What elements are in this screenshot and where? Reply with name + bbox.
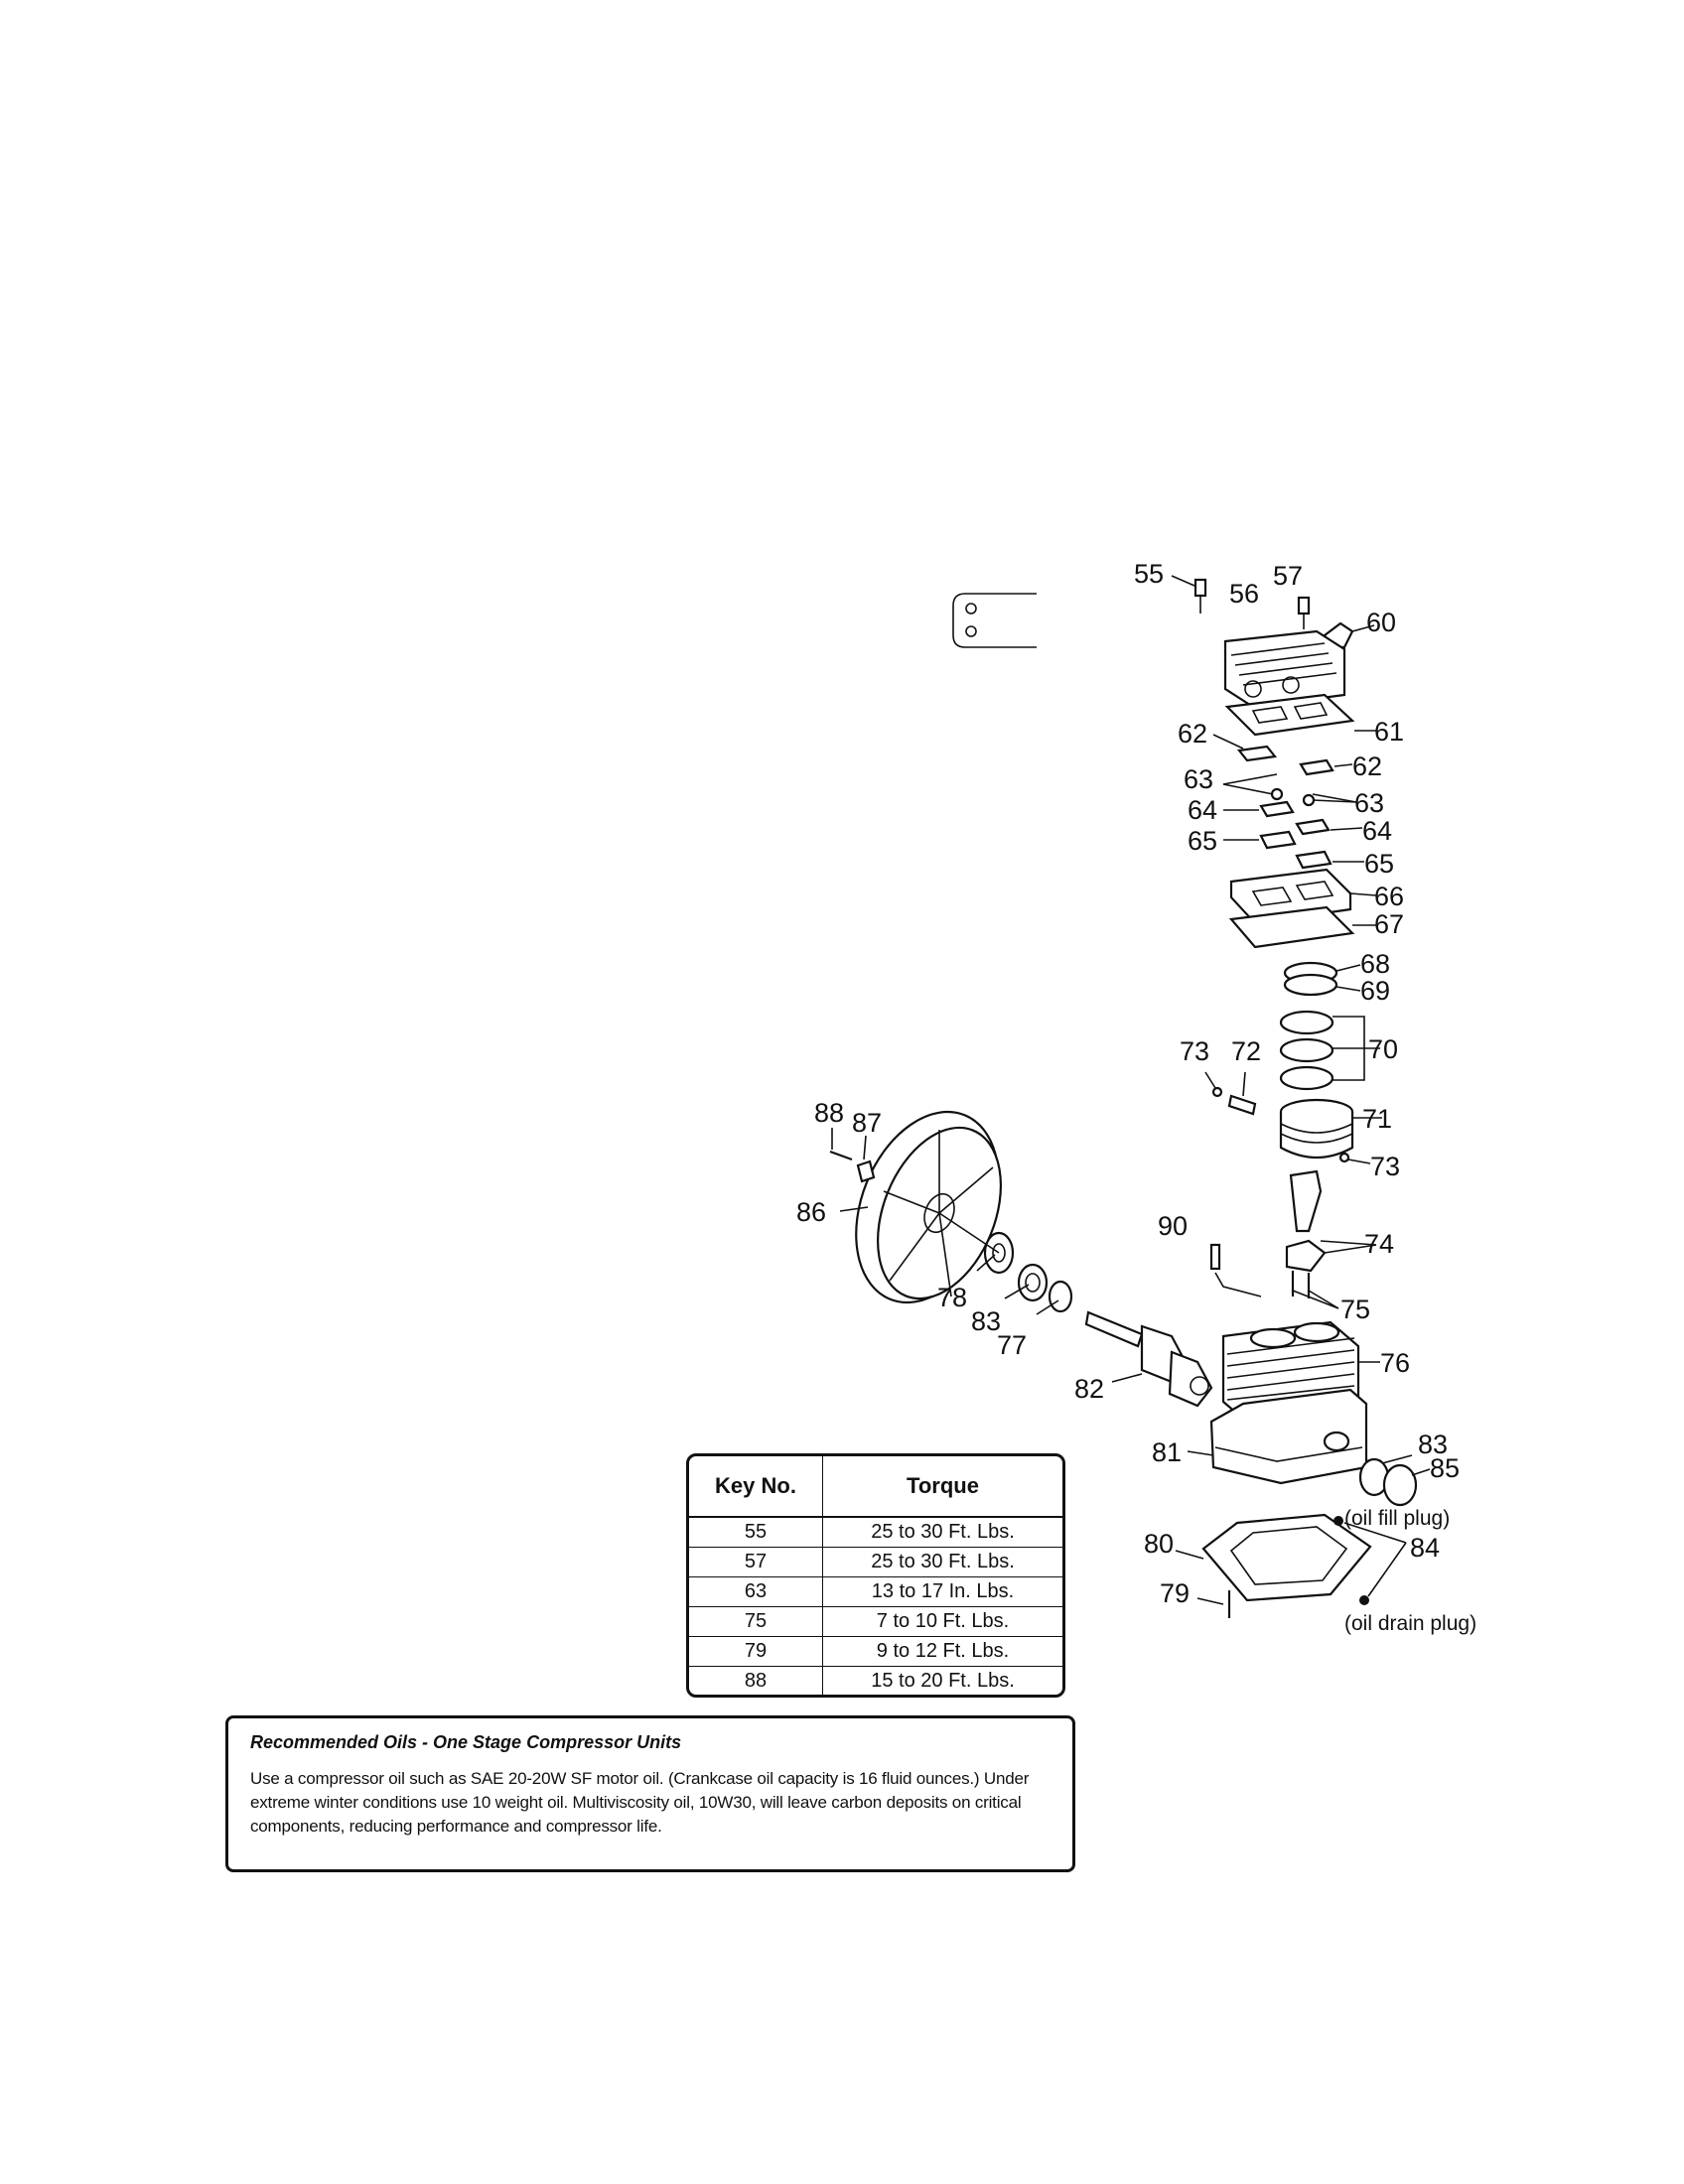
key-no-cell: 88 [689, 1666, 823, 1695]
recommended-oils-note: Recommended Oils - One Stage Compressor … [225, 1715, 1075, 1872]
callout-55: 55 [1134, 559, 1164, 589]
key-87-screw-88 [829, 1128, 876, 1183]
oil-note-title: Recommended Oils - One Stage Compressor … [250, 1732, 682, 1752]
bolt-57 [1297, 596, 1311, 629]
callout-86: 86 [796, 1197, 826, 1227]
callout-72: 72 [1231, 1036, 1261, 1066]
valve-keepers-65 [1223, 830, 1364, 870]
callout-63a: 63 [1184, 764, 1213, 794]
callout-73b: 73 [1370, 1152, 1400, 1181]
oil-note-text: Use a compressor oil such as SAE 20-20W … [250, 1769, 1030, 1836]
callout-90: 90 [1158, 1211, 1188, 1241]
valve-screws-63 [1222, 773, 1357, 807]
callout-57: 57 [1273, 561, 1303, 591]
callout-78: 78 [937, 1283, 967, 1312]
callout-71: 71 [1362, 1104, 1392, 1134]
torque-table-header: Key No. Torque [689, 1456, 1062, 1518]
callout-60: 60 [1366, 608, 1396, 637]
callout-64b: 64 [1362, 816, 1392, 846]
callout-87: 87 [852, 1108, 882, 1138]
callout-77: 77 [997, 1330, 1027, 1360]
torque-cell: 25 to 30 Ft. Lbs. [822, 1516, 1062, 1548]
callout-70: 70 [1368, 1034, 1398, 1064]
gasket-67 [1228, 905, 1376, 949]
key-no-header: Key No. [689, 1456, 823, 1518]
crankshaft-82 [1084, 1310, 1213, 1408]
key-no-cell: 57 [689, 1547, 823, 1577]
torque-cell: 25 to 30 Ft. Lbs. [822, 1547, 1062, 1577]
callout-69: 69 [1360, 976, 1390, 1006]
callout-88: 88 [814, 1098, 844, 1128]
screw-79 [1196, 1590, 1231, 1618]
base-plate-80 [1175, 1513, 1372, 1602]
valves-64 [1223, 800, 1363, 836]
callout-65b: 65 [1364, 849, 1394, 879]
callout-79: 79 [1160, 1578, 1190, 1608]
piston-rings-70 [1279, 1010, 1380, 1091]
callout-61: 61 [1374, 717, 1404, 747]
callout-65a: 65 [1188, 826, 1217, 856]
cylinder-head-56 [1223, 629, 1346, 709]
callout-68: 68 [1360, 949, 1390, 979]
callout-62b: 62 [1352, 751, 1382, 781]
connecting-rod-74 [1285, 1169, 1377, 1273]
head-bolt-55 [1171, 575, 1207, 614]
callout-81: 81 [1152, 1437, 1182, 1467]
callout-74: 74 [1364, 1229, 1394, 1259]
callout-84: 84 [1410, 1533, 1440, 1563]
callout-76: 76 [1380, 1348, 1410, 1378]
oil-fill-plug-label: (oil fill plug) [1344, 1507, 1450, 1530]
torque-cell: 13 to 17 In. Lbs. [822, 1576, 1062, 1607]
crankcase-81 [1187, 1388, 1368, 1485]
rings-68-69 [1283, 961, 1361, 997]
torque-header: Torque [822, 1456, 1062, 1518]
callout-73a: 73 [1180, 1036, 1209, 1066]
key-no-cell: 75 [689, 1606, 823, 1637]
callout-56: 56 [1229, 579, 1259, 609]
key-no-cell: 63 [689, 1576, 823, 1607]
key-no-cell: 79 [689, 1636, 823, 1667]
dowel-90 [1209, 1243, 1262, 1297]
callout-75: 75 [1340, 1295, 1370, 1324]
oil-drain-plug-label: (oil drain plug) [1344, 1612, 1476, 1635]
torque-cell: 15 to 20 Ft. Lbs. [822, 1666, 1062, 1695]
callout-63b: 63 [1354, 788, 1384, 818]
bracket-fragment [952, 593, 1037, 648]
callout-64a: 64 [1188, 795, 1217, 825]
valve-gaskets-62 [1212, 734, 1353, 776]
key-no-cell: 55 [689, 1516, 823, 1548]
wrist-pin-72 [1204, 1071, 1257, 1116]
callout-67: 67 [1374, 909, 1404, 939]
callout-82: 82 [1074, 1374, 1104, 1404]
seal-plug-83-85 [1358, 1454, 1431, 1507]
callout-83a: 83 [971, 1306, 1001, 1336]
bearing-83-ring-77 [1004, 1263, 1073, 1315]
callout-85: 85 [1430, 1453, 1460, 1483]
callout-80: 80 [1144, 1529, 1174, 1559]
flywheel-86 [839, 1110, 1003, 1304]
callout-62a: 62 [1178, 719, 1207, 749]
callout-83b: 83 [1418, 1430, 1448, 1459]
piston-71 [1279, 1098, 1382, 1164]
torque-cell: 7 to 10 Ft. Lbs. [822, 1606, 1062, 1637]
head-gasket-61 [1224, 693, 1376, 737]
callout-66: 66 [1374, 882, 1404, 911]
rod-bolts-75 [1291, 1271, 1339, 1309]
oil-plugs-84 [1333, 1516, 1407, 1605]
torque-cell: 9 to 12 Ft. Lbs. [822, 1636, 1062, 1667]
